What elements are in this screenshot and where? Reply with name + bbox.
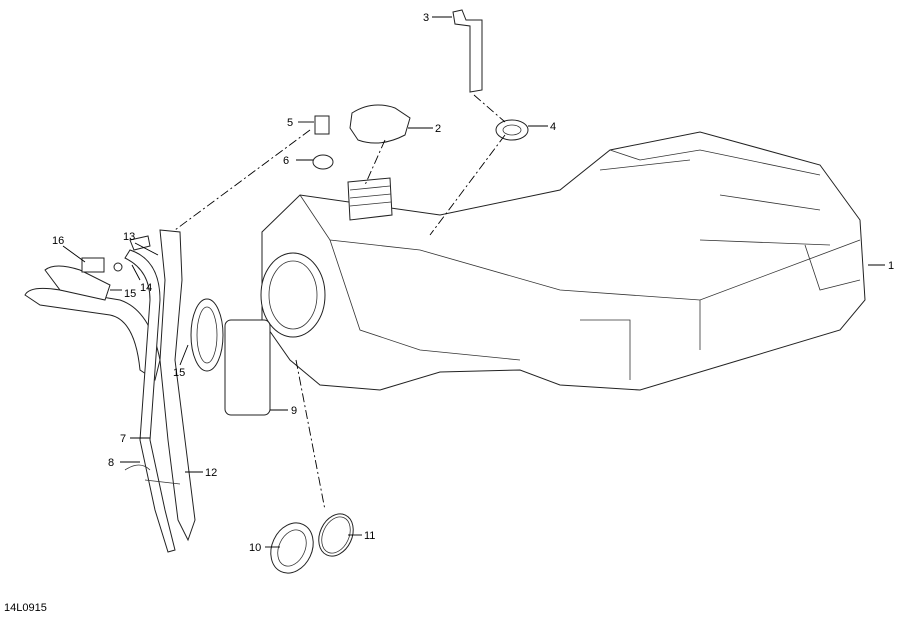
valve-grommet-drawing bbox=[312, 154, 334, 170]
reference-code: 14L0915 bbox=[4, 602, 47, 614]
callout-14-connector: 14 bbox=[140, 282, 152, 294]
callout-3-vent-tube: 3 bbox=[423, 12, 429, 24]
fuel-tank-drawing bbox=[260, 131, 866, 391]
lock-ring-drawing bbox=[270, 522, 314, 574]
callout-16-fuel-line-connector: 16 bbox=[52, 235, 64, 247]
callout-5-valve: 5 bbox=[287, 117, 293, 129]
callout-4-grommet: 4 bbox=[550, 121, 556, 133]
grommet-drawing bbox=[495, 119, 529, 141]
callout-2-fuel-cap: 2 bbox=[435, 123, 441, 135]
callout-10-lock-ring: 10 bbox=[249, 542, 261, 554]
callout-7-vent-hose: 7 bbox=[120, 433, 126, 445]
callout-8-clamp: 8 bbox=[108, 457, 114, 469]
vent-tube-drawing bbox=[452, 9, 483, 93]
callout-15-clamp: 15 bbox=[124, 288, 136, 300]
callout-12-hose: 12 bbox=[205, 467, 217, 479]
hoses-drawing bbox=[24, 229, 196, 553]
callout-15-clamp: 15 bbox=[173, 367, 185, 379]
callout-1-fuel-tank: 1 bbox=[888, 260, 894, 272]
callout-13-hose: 13 bbox=[123, 231, 135, 243]
callout-11-o-ring: 11 bbox=[364, 530, 375, 542]
callout-9-fuel-pump: 9 bbox=[291, 405, 297, 417]
callout-6-valve-grommet: 6 bbox=[283, 155, 289, 167]
valve-drawing bbox=[314, 115, 330, 135]
leader-lines bbox=[62, 16, 885, 548]
fuel-pump-drawing bbox=[190, 298, 271, 416]
fuel-cap-drawing bbox=[349, 104, 411, 144]
